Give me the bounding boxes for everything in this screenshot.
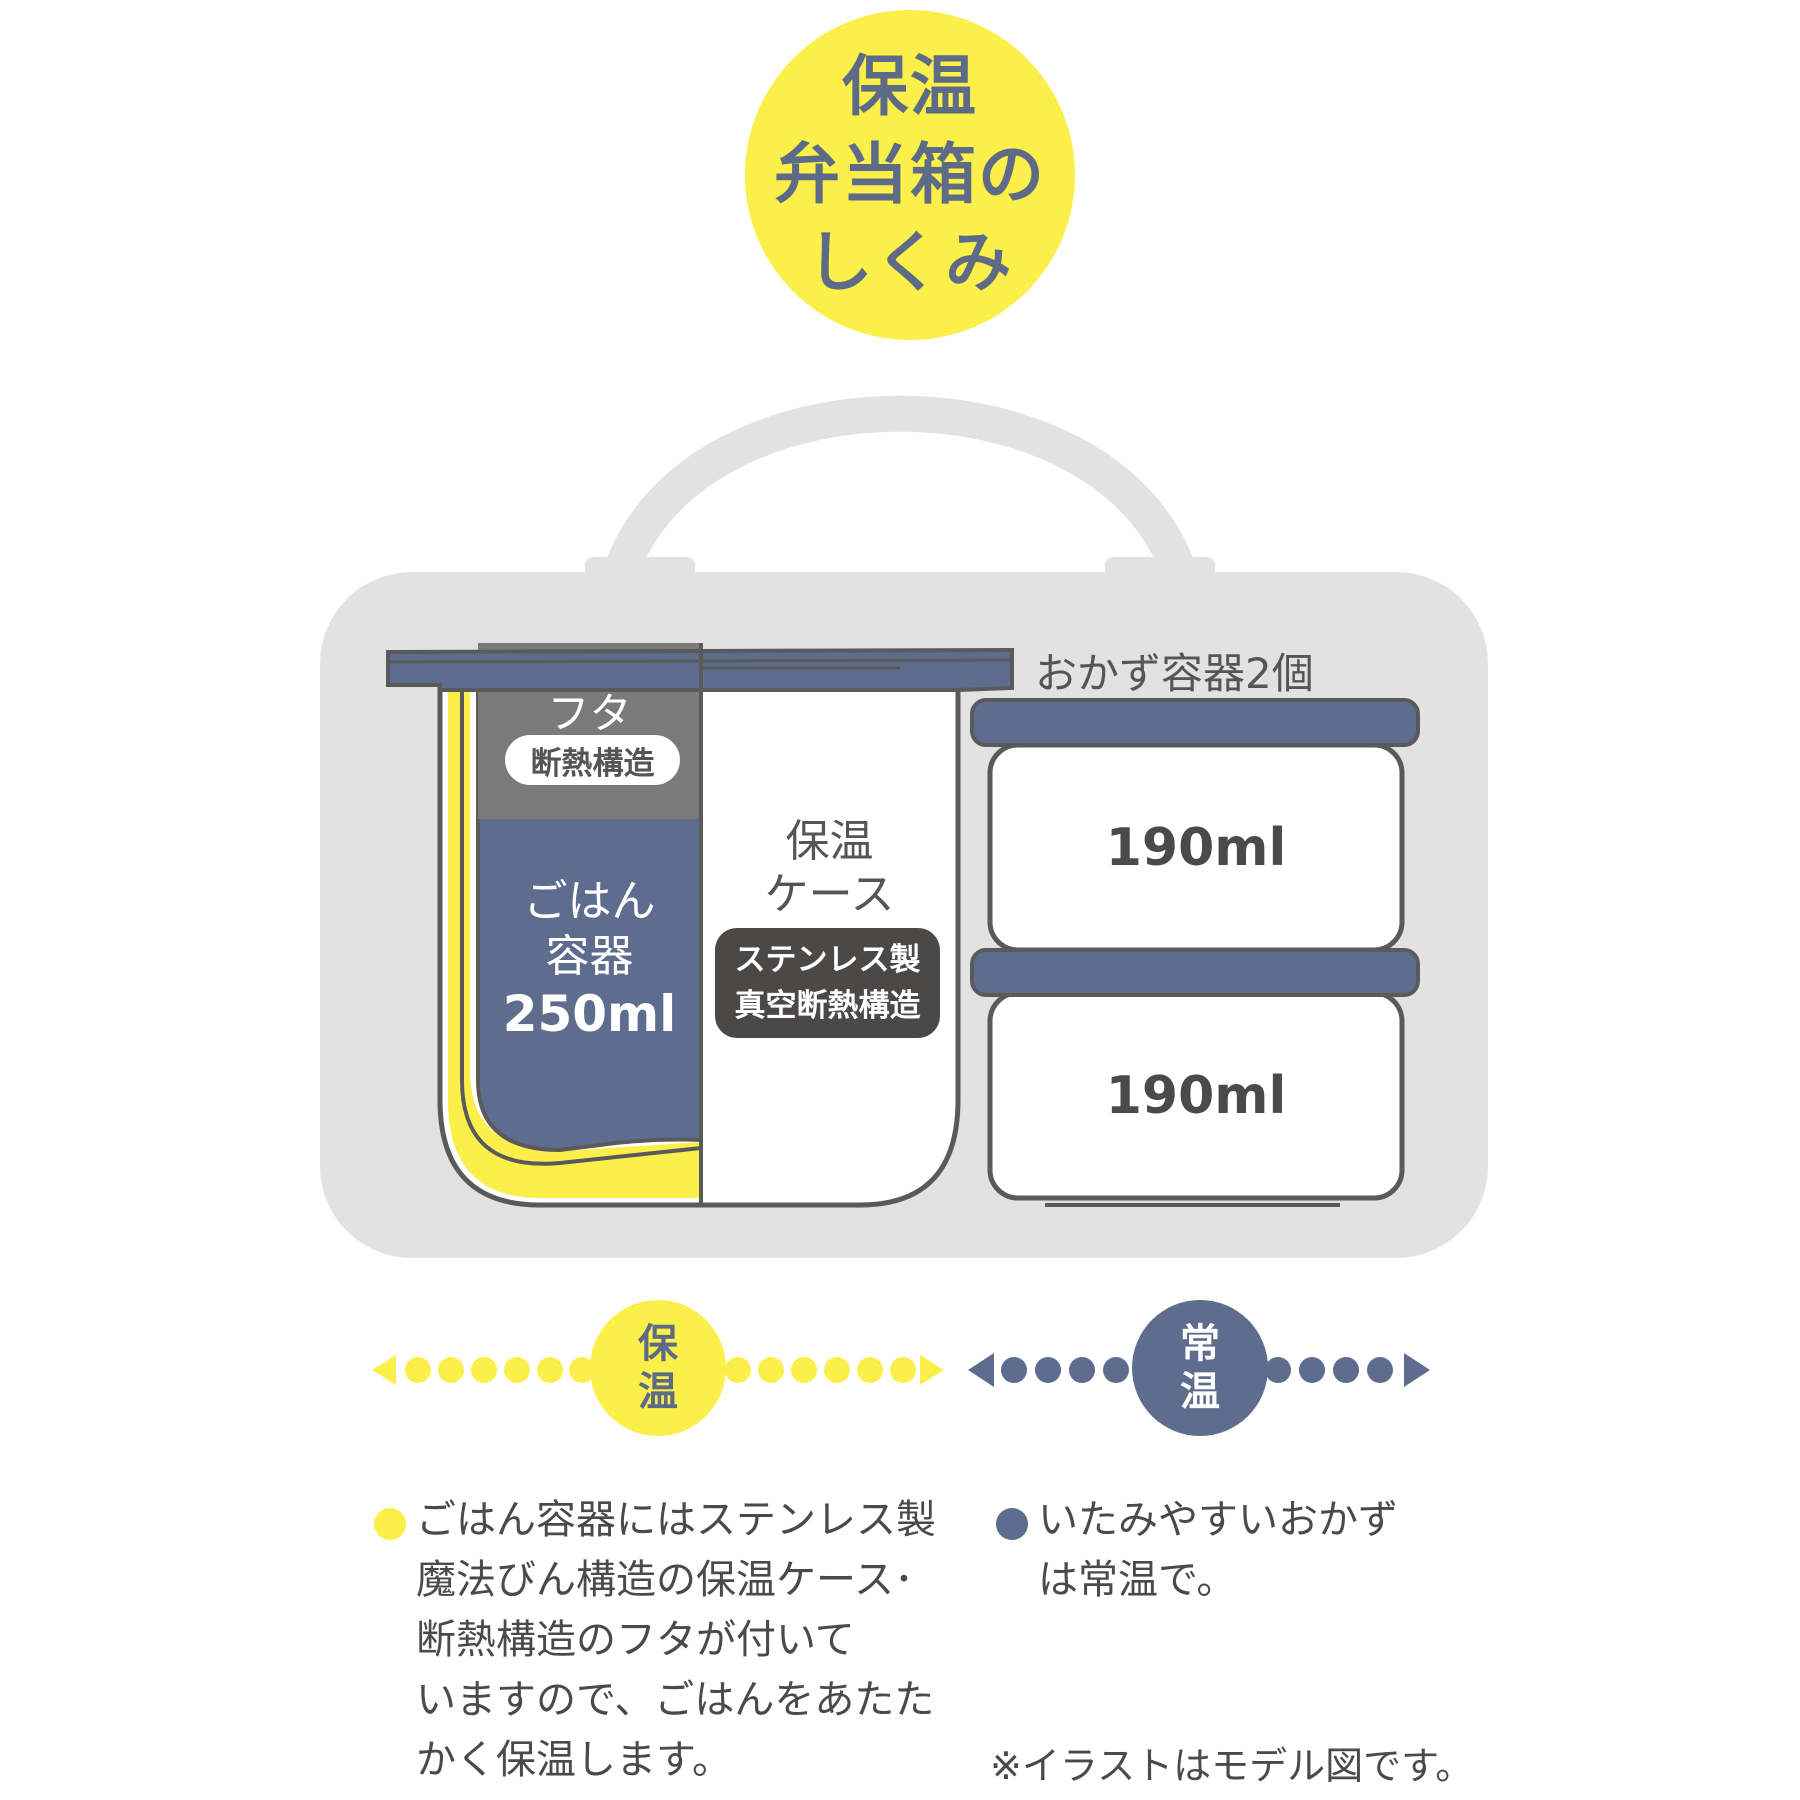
warm-description-line: ごはん容器にはステンレス製 xyxy=(416,1497,936,1543)
room-description-line: は常温で。 xyxy=(1038,1557,1237,1603)
warm-description-line: 魔法びん構造の保温ケース･ xyxy=(416,1557,914,1603)
case-badge-line-1: ステンレス製 xyxy=(734,942,921,978)
title-bubble: 保温 弁当箱の しくみ xyxy=(745,10,1075,340)
room-description-line: いたみやすいおかず xyxy=(1038,1497,1398,1543)
rice-container-label-2: 容器 xyxy=(545,931,634,982)
room-right-dots xyxy=(1265,1357,1393,1383)
room-zone-char-1: 常 xyxy=(1180,1321,1220,1367)
side-dish-heading: おかず容器2個 xyxy=(1035,649,1314,698)
case-label-1: 保温 xyxy=(785,816,874,867)
warm-right-arrow-icon xyxy=(920,1355,944,1385)
warm-zone-char-1: 保 xyxy=(638,1321,678,1367)
inner-wall-line xyxy=(460,690,702,1166)
room-left-dots xyxy=(1001,1357,1129,1383)
bag-handle xyxy=(602,395,1198,593)
room-zone-char-2: 温 xyxy=(1180,1369,1220,1415)
warm-right-dots xyxy=(725,1357,916,1383)
title-line-1: 保温 xyxy=(842,48,978,125)
warm-description-line: いますので、ごはんをあたた xyxy=(416,1677,935,1723)
lid-label: フタ xyxy=(547,689,632,738)
warm-description-line: かく保温します。 xyxy=(416,1737,732,1783)
case-label-2: ケース xyxy=(764,869,895,920)
warm-left-dots xyxy=(405,1357,595,1383)
warm-left-arrow-icon xyxy=(372,1355,396,1385)
side-dish-capacity-1: 190ml xyxy=(1105,818,1287,878)
rice-container-capacity: 250ml xyxy=(502,985,677,1043)
lid-badge: 断熱構造 xyxy=(505,735,680,785)
room-right-arrow-icon xyxy=(1404,1353,1430,1387)
room-zone-badge: 常 温 xyxy=(1132,1300,1268,1436)
case-badge-line-2: 真空断熱構造 xyxy=(734,988,921,1024)
room-left-arrow-icon xyxy=(968,1353,994,1387)
room-bullet-icon xyxy=(996,1508,1028,1540)
warm-bullet-icon xyxy=(374,1508,406,1540)
side-dish-container-2-lid xyxy=(970,948,1420,997)
warm-zone-char-2: 温 xyxy=(638,1369,678,1415)
warm-description-line: 断熱構造のフタが付いて xyxy=(416,1617,855,1663)
insulation-layer xyxy=(448,690,701,1198)
title-line-2: 弁当箱の xyxy=(774,136,1046,213)
title-line-3: しくみ xyxy=(806,224,1014,301)
warm-zone-badge: 保 温 xyxy=(590,1300,726,1436)
side-dish-container-1-lid xyxy=(970,698,1420,747)
side-dish-capacity-2: 190ml xyxy=(1105,1066,1287,1126)
room-description: いたみやすいおかず は常温で。 xyxy=(1038,1490,1458,1610)
warm-description: ごはん容器にはステンレス製 魔法びん構造の保温ケース･ 断熱構造のフタが付いて … xyxy=(416,1490,956,1790)
case-badge: ステンレス製 真空断熱構造 xyxy=(715,928,940,1038)
illustration-note: ※イラストはモデル図です。 xyxy=(990,1744,1474,1788)
rice-container-label-1: ごはん xyxy=(523,876,656,927)
